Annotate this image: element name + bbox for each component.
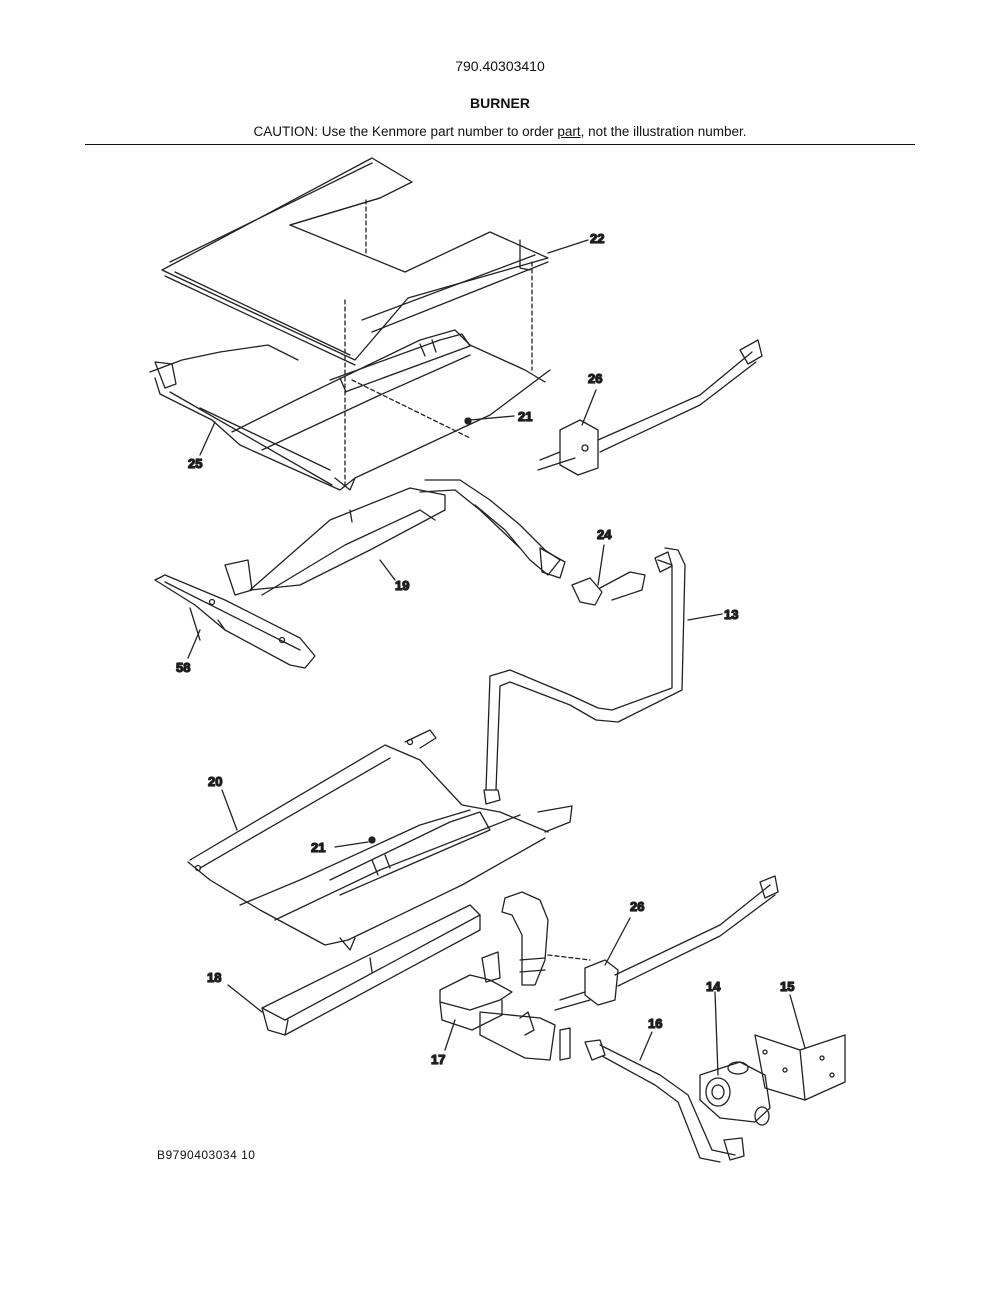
callout-19: 19 [395,578,409,593]
callout-24: 24 [597,527,612,542]
caution-part-link[interactable]: part [557,124,581,139]
callout-26-lower: 26 [630,899,644,914]
part-26-igniter-lower[interactable] [547,875,779,1011]
callout-17: 17 [431,1052,445,1067]
part-21-screw-upper[interactable] [464,417,472,425]
part-22-burner-shield[interactable] [161,157,549,371]
header-divider [85,144,915,145]
callout-15: 15 [780,979,794,994]
callout-26-upper: 26 [588,371,602,386]
part-18-burner-support[interactable] [261,904,481,1036]
part-17-valve-bracket[interactable] [439,951,571,1061]
lower-burner-tube[interactable] [329,811,491,896]
part-20-lower-baffle[interactable] [187,729,573,951]
callout-21-lower: 21 [311,840,325,855]
model-number: 790.40303410 [455,58,545,74]
callout-58: 58 [176,660,190,675]
callout-leaders [187,239,806,1076]
callout-13: 13 [724,607,738,622]
caution-text: CAUTION: Use the Kenmore part number to … [0,124,1000,139]
part-24-orifice-elbow[interactable] [571,551,673,606]
part-14-regulator[interactable] [699,1061,771,1126]
part-21-screw-lower[interactable] [368,836,376,844]
caution-prefix: CAUTION: Use the Kenmore part number to … [253,124,558,139]
part-26-igniter-upper[interactable] [537,339,763,476]
part-58-broil-baffle[interactable] [154,574,316,669]
diagram-code: B9790403034 10 [157,1148,256,1162]
part-19-broil-burner[interactable] [224,479,566,596]
callout-14: 14 [706,979,721,994]
part-13-gas-tube[interactable] [483,547,686,805]
upper-burner-tube[interactable] [329,333,471,393]
part-16-supply-tube[interactable] [584,1039,745,1163]
callout-18: 18 [207,970,221,985]
callout-21-upper: 21 [518,409,532,424]
callout-22: 22 [590,231,604,246]
callout-16: 16 [648,1016,662,1031]
part-25-burner-baffle[interactable] [149,299,551,491]
callout-25: 25 [188,456,202,471]
part-15-mounting-bracket[interactable] [754,1034,846,1101]
caution-suffix: , not the illustration number. [580,124,747,139]
callout-20: 20 [208,774,222,789]
section-title: BURNER [470,95,530,111]
lower-venturi-elbow[interactable] [501,891,549,986]
